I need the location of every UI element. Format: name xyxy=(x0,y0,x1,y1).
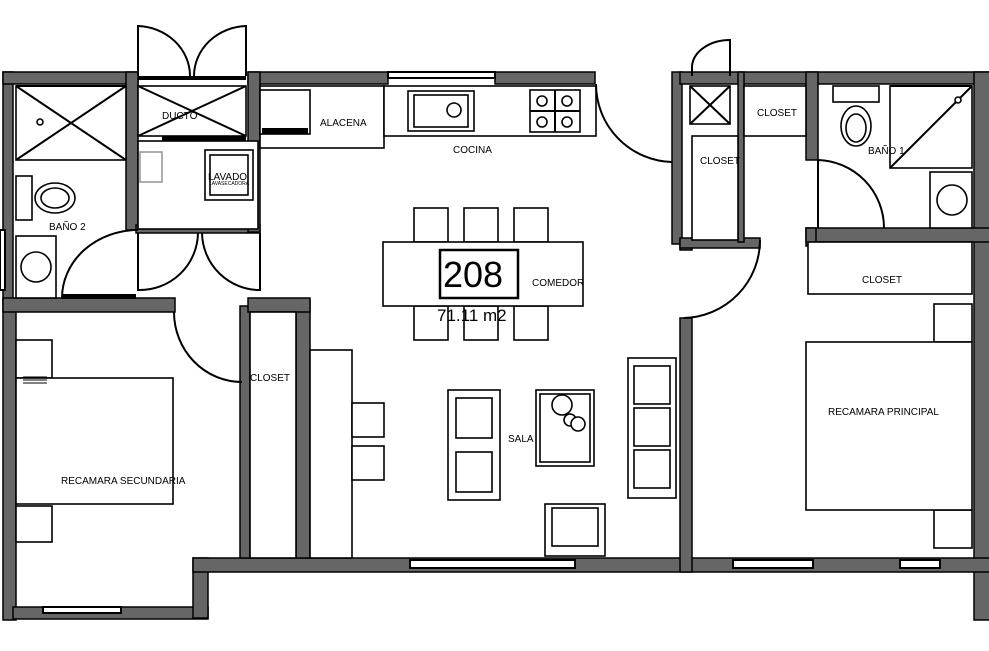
right-closets xyxy=(683,38,807,319)
closet-top-label: CLOSET xyxy=(757,108,797,119)
comedor-label: COMEDOR xyxy=(532,278,584,289)
sala-label: SALA xyxy=(508,434,534,445)
sala-furniture xyxy=(309,349,677,559)
lavado xyxy=(137,140,261,292)
closet-mid-label: CLOSET xyxy=(700,156,740,167)
ducto-label: DUCTO xyxy=(162,111,198,122)
recamara-principal-bed xyxy=(805,303,973,549)
bano-2 xyxy=(15,85,139,299)
recamara-principal-label: RECAMARA PRINCIPAL xyxy=(828,407,939,418)
closet-principal-label: CLOSET xyxy=(862,275,902,286)
bano1-label: BAÑO 1 xyxy=(868,144,905,157)
alacena xyxy=(259,85,385,149)
cocina-label: COCINA xyxy=(453,145,492,156)
recamara-secundaria-label: RECAMARA SECUNDARIA xyxy=(61,476,186,487)
closet-secundaria xyxy=(173,311,297,559)
unit-area: 71.11 m2 xyxy=(437,306,507,325)
closet-principal xyxy=(807,241,973,295)
recamara-secundaria-bed xyxy=(15,339,174,543)
cocina xyxy=(383,83,673,163)
unit-number: 208 xyxy=(443,254,503,295)
windows xyxy=(0,71,941,614)
lavasecadora-label: LAVASECADORA xyxy=(209,181,250,187)
comedor-table xyxy=(382,207,584,341)
closet-secundaria-label: CLOSET xyxy=(250,373,290,384)
bano2-label: BAÑO 2 xyxy=(49,220,86,233)
bano-1 xyxy=(817,85,973,229)
ducto xyxy=(137,24,247,141)
lavado-label: LAVADO xyxy=(208,172,247,183)
alacena-label: ALACENA xyxy=(320,118,367,129)
